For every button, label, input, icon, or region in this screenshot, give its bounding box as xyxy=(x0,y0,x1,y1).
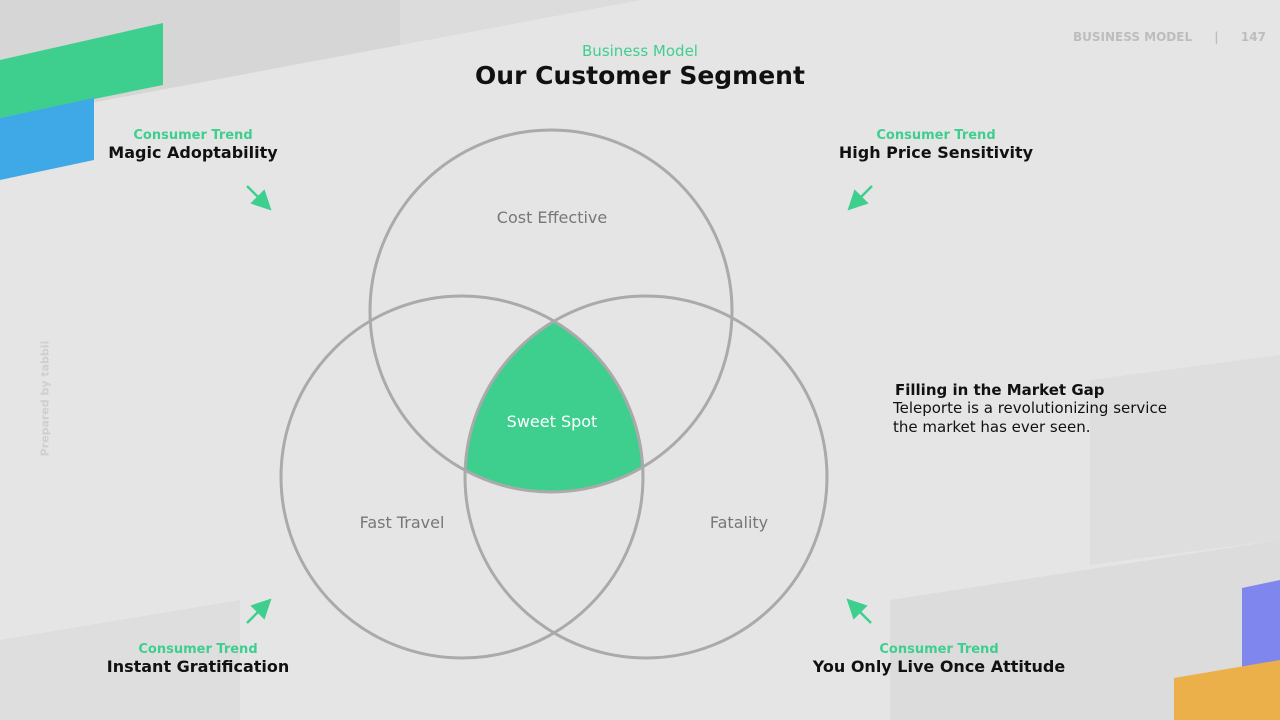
trend-bottom-right: Consumer Trend You Only Live Once Attitu… xyxy=(804,642,1074,676)
arrow-up-right-icon xyxy=(246,598,272,624)
trend-bottom-left: Consumer Trend Instant Gratification xyxy=(93,642,303,676)
arrow-up-left-icon xyxy=(846,598,872,624)
trend-title: You Only Live Once Attitude xyxy=(812,657,1066,676)
trend-title: Magic Adoptability xyxy=(108,143,278,162)
label-fatality: Fatality xyxy=(710,513,768,532)
circle-fatality xyxy=(463,294,829,660)
label-sweet-spot: Sweet Spot xyxy=(507,412,598,431)
orange-stripe xyxy=(1174,660,1280,720)
section-name: BUSINESS MODEL xyxy=(1073,30,1193,44)
page-number: 147 xyxy=(1240,30,1266,44)
arrow-down-left-icon xyxy=(847,185,873,211)
circle-fast-travel xyxy=(279,294,645,660)
green-stripe xyxy=(0,23,163,118)
separator: | xyxy=(1214,30,1219,44)
trend-title: High Price Sensitivity xyxy=(838,143,1034,162)
page-info: BUSINESS MODEL | 147 xyxy=(1073,30,1266,44)
header-subtitle: Business Model xyxy=(582,42,698,60)
trend-label: Consumer Trend xyxy=(876,128,996,143)
label-cost-effective: Cost Effective xyxy=(497,208,607,227)
trend-title: Instant Gratification xyxy=(106,657,290,676)
header: Business Model Our Customer Segment xyxy=(0,42,1280,90)
trend-label: Consumer Trend xyxy=(138,642,258,657)
arrow-down-right-icon xyxy=(246,185,272,211)
market-gap: Filling in the Market Gap Teleporte is a… xyxy=(893,381,1213,437)
trend-top-right: Consumer Trend High Price Sensitivity xyxy=(816,128,1056,162)
market-gap-body-1: Teleporte is a revolutionizing service xyxy=(893,399,1167,417)
trend-top-left: Consumer Trend Magic Adoptability xyxy=(93,128,293,162)
page-title: Our Customer Segment xyxy=(475,61,805,90)
trend-label: Consumer Trend xyxy=(879,642,999,657)
label-fast-travel: Fast Travel xyxy=(360,513,445,532)
blue-stripe xyxy=(0,98,94,180)
purple-stripe xyxy=(1242,580,1280,668)
trend-label: Consumer Trend xyxy=(133,128,253,143)
market-gap-title: Filling in the Market Gap xyxy=(895,381,1105,399)
sweet-spot-region xyxy=(465,296,643,492)
circle-cost-effective xyxy=(368,128,734,494)
market-gap-body-2: the market has ever seen. xyxy=(893,418,1091,436)
